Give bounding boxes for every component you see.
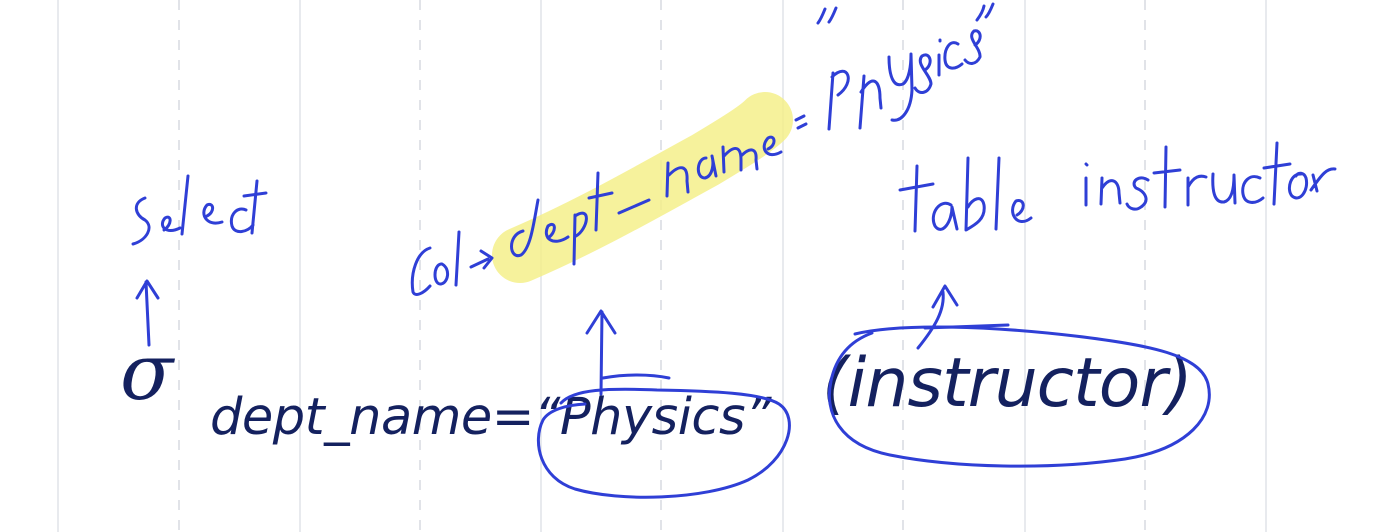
sigma-operator: σ bbox=[120, 328, 174, 418]
selection-predicate: dept_name=“Physics” bbox=[210, 388, 771, 447]
relational-algebra-expression: σ dept_name=“Physics” (instructor) bbox=[120, 330, 1260, 470]
relation-name: (instructor) bbox=[822, 344, 1193, 423]
